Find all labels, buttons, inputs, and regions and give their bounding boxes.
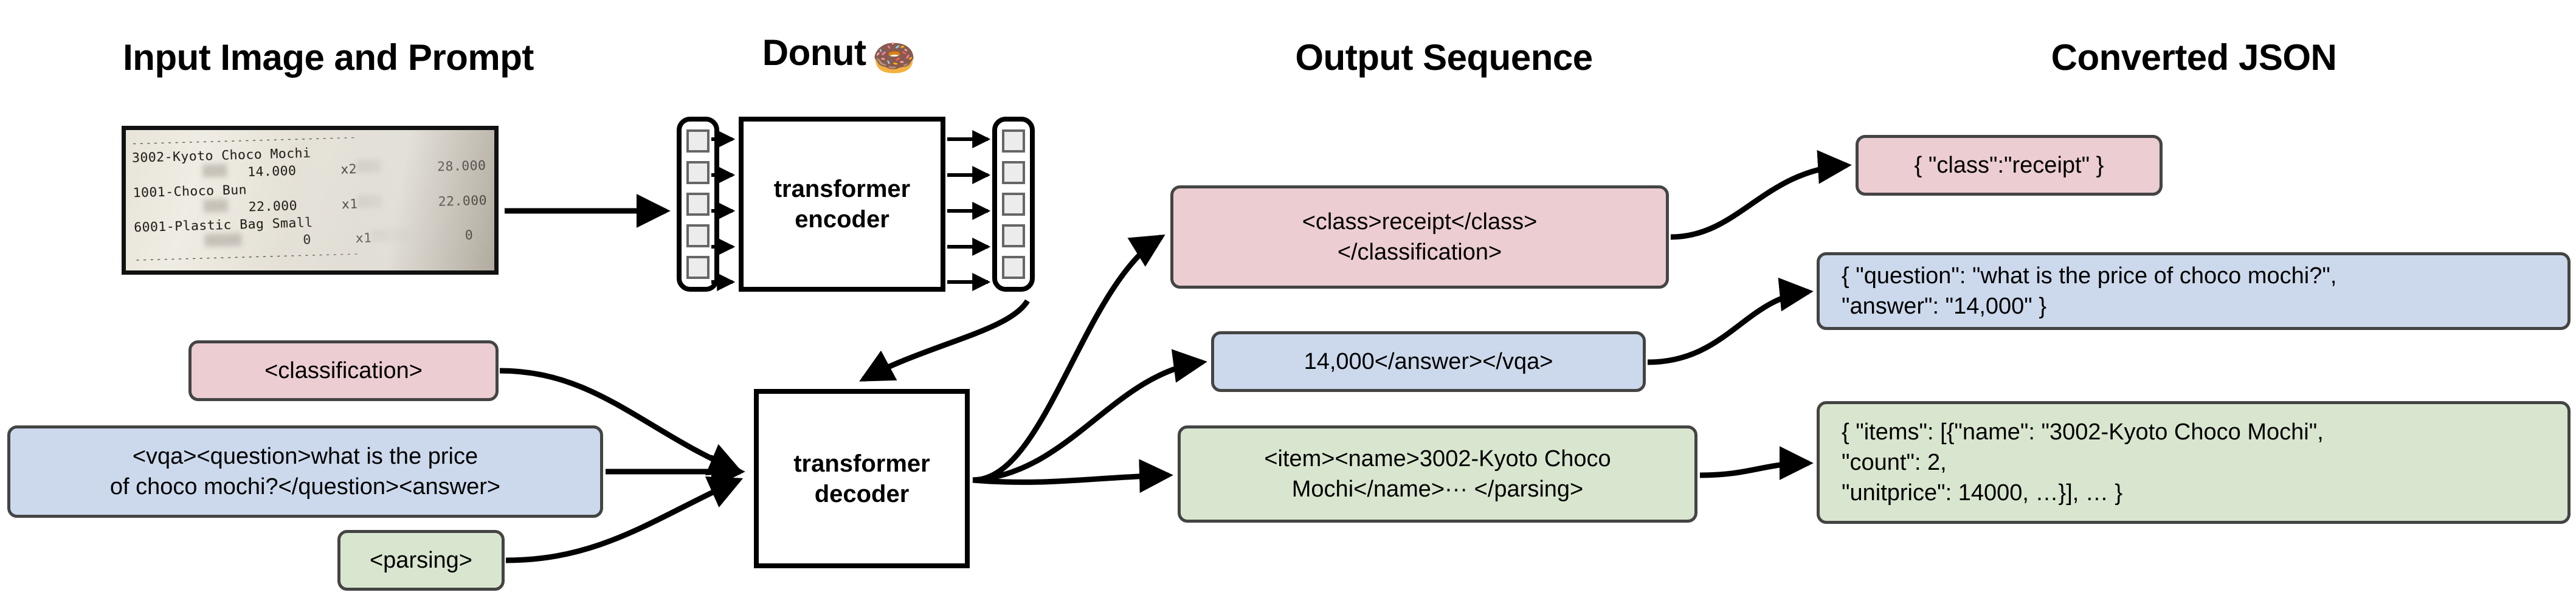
token-square xyxy=(1002,129,1025,153)
transformer-decoder-box: transformer decoder xyxy=(754,389,970,568)
receipt-redaction xyxy=(204,233,242,247)
receipt-redaction xyxy=(202,164,227,178)
token-square xyxy=(686,193,710,216)
token-square xyxy=(686,161,710,184)
receipt-redaction xyxy=(357,194,382,208)
output-box-vqa[interactable]: 14,000</answer></vqa> xyxy=(1211,331,1646,392)
receipt-item-total: 0 xyxy=(464,227,474,243)
wire-output-to-json-vqa xyxy=(1647,277,1814,365)
wire-output-to-json-classification xyxy=(1670,150,1852,240)
json-box-parsing[interactable]: { "items": [{"name": "3002-Kyoto Choco M… xyxy=(1817,401,2571,524)
receipt-redaction xyxy=(203,199,228,213)
token-square xyxy=(1002,161,1025,184)
transformer-encoder-box: transformer encoder xyxy=(739,117,945,292)
token-square xyxy=(686,129,710,153)
token-square xyxy=(1002,193,1025,216)
receipt-item-total: 22.000 xyxy=(438,192,488,209)
receipt-item-price: 22.000 xyxy=(248,198,298,215)
output-box-classification[interactable]: <class>receipt</class> </classification> xyxy=(1170,185,1669,289)
json-box-vqa[interactable]: { "question": "what is the price of choc… xyxy=(1817,252,2571,330)
output-box-parsing[interactable]: <item><name>3002-Kyoto Choco Mochi</name… xyxy=(1178,425,1697,523)
wire-encoder-output-to-decoder xyxy=(859,299,1030,382)
receipt-redaction xyxy=(371,229,409,242)
receipt-item-qty: x2 xyxy=(340,161,357,177)
wire-output-to-json-parsing xyxy=(1699,446,1814,480)
wire-decoder-to-output-parsing xyxy=(972,459,1173,493)
receipt-item-qty: x1 xyxy=(341,196,359,212)
encoder-input-token-strip xyxy=(677,117,719,292)
prompt-box-vqa[interactable]: <vqa><question>what is the price of choc… xyxy=(7,425,603,518)
prompt-box-classification[interactable]: <classification> xyxy=(188,340,499,401)
column-title-input-image-and-prompt: Input Image and Prompt xyxy=(123,37,534,78)
receipt-item-price: 0 xyxy=(303,232,312,248)
receipt-item-qty: x1 xyxy=(355,230,372,246)
donut-emoji-icon: 🍩 xyxy=(872,38,916,78)
wire-decoder-to-output-vqa xyxy=(972,349,1207,483)
input-receipt-image: -------------------------------- 3002-Ky… xyxy=(122,126,499,275)
token-square xyxy=(1002,256,1025,279)
json-box-classification[interactable]: { "class":"receipt" } xyxy=(1856,135,2163,196)
receipt-item-price: 14.000 xyxy=(247,162,297,180)
receipt-item-total: 28.000 xyxy=(437,157,486,174)
token-square xyxy=(686,224,710,247)
token-square xyxy=(686,256,710,279)
receipt-redaction xyxy=(356,159,381,174)
encoder-output-token-strip xyxy=(992,117,1035,292)
token-square xyxy=(1002,224,1025,247)
column-title-output-sequence: Output Sequence xyxy=(1295,37,1593,78)
column-title-converted-json: Converted JSON xyxy=(2051,37,2337,78)
donut-title-text: Donut xyxy=(762,32,866,73)
prompt-box-parsing[interactable]: <parsing> xyxy=(337,530,505,591)
column-title-donut: Donut🍩 xyxy=(657,32,1021,79)
